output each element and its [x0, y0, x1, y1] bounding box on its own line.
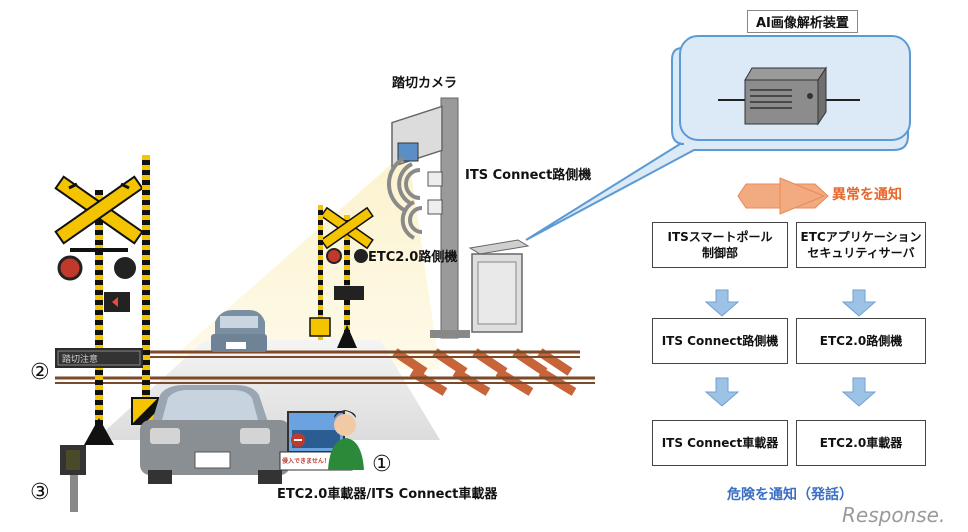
flow-right-2: ETC2.0路側機: [796, 318, 926, 364]
flow-right-3: ETC2.0車載器: [796, 420, 926, 466]
rail-track: [55, 348, 595, 396]
ai-device-label: AI画像解析装置: [747, 10, 858, 33]
response-watermark: Response.: [842, 503, 946, 527]
flow-left-1: ITSスマートポール 制御部: [652, 222, 788, 268]
danger-label: 危険を通知（発話）: [727, 487, 853, 503]
onboard-label: ETC2.0車載器/ITS Connect車載器: [277, 487, 498, 502]
marker-2: ②: [30, 360, 50, 385]
driver-figure: [328, 410, 364, 470]
flow-left-3: ITS Connect車載器: [652, 420, 788, 466]
marker-3: ③: [30, 480, 50, 505]
flow-left-2: ITS Connect路側機: [652, 318, 788, 364]
alert-small-text: 侵入できません！: [282, 458, 330, 465]
ai-device-label-text: AI画像解析装置: [747, 10, 858, 33]
radio-waves: [386, 156, 423, 240]
left-barrier: [131, 155, 159, 450]
etc-roadside-label: ETC2.0路側機: [368, 250, 458, 265]
marker-1: ①: [372, 452, 392, 477]
warning-post: [60, 445, 86, 512]
right-crossing-signal: [309, 205, 374, 348]
camera-pole: [391, 97, 470, 339]
flow-arrows: [704, 289, 877, 407]
ai-speech-bubble: [525, 35, 911, 241]
far-car: [211, 310, 267, 352]
roadside-cabinet: [468, 239, 530, 333]
anomaly-label: 異常を通知: [832, 187, 902, 203]
flow-right-1: ETCアプリケーション セキュリティサーバ: [796, 222, 926, 268]
its-roadside-label: ITS Connect路側機: [465, 168, 592, 183]
left-crossing-signal: [54, 175, 144, 445]
crossing-sign-text: 踏切注意: [62, 355, 99, 365]
crossing-sign-board: [55, 348, 143, 368]
crossing-camera-label: 踏切カメラ: [392, 76, 458, 91]
main-car: [140, 385, 290, 484]
